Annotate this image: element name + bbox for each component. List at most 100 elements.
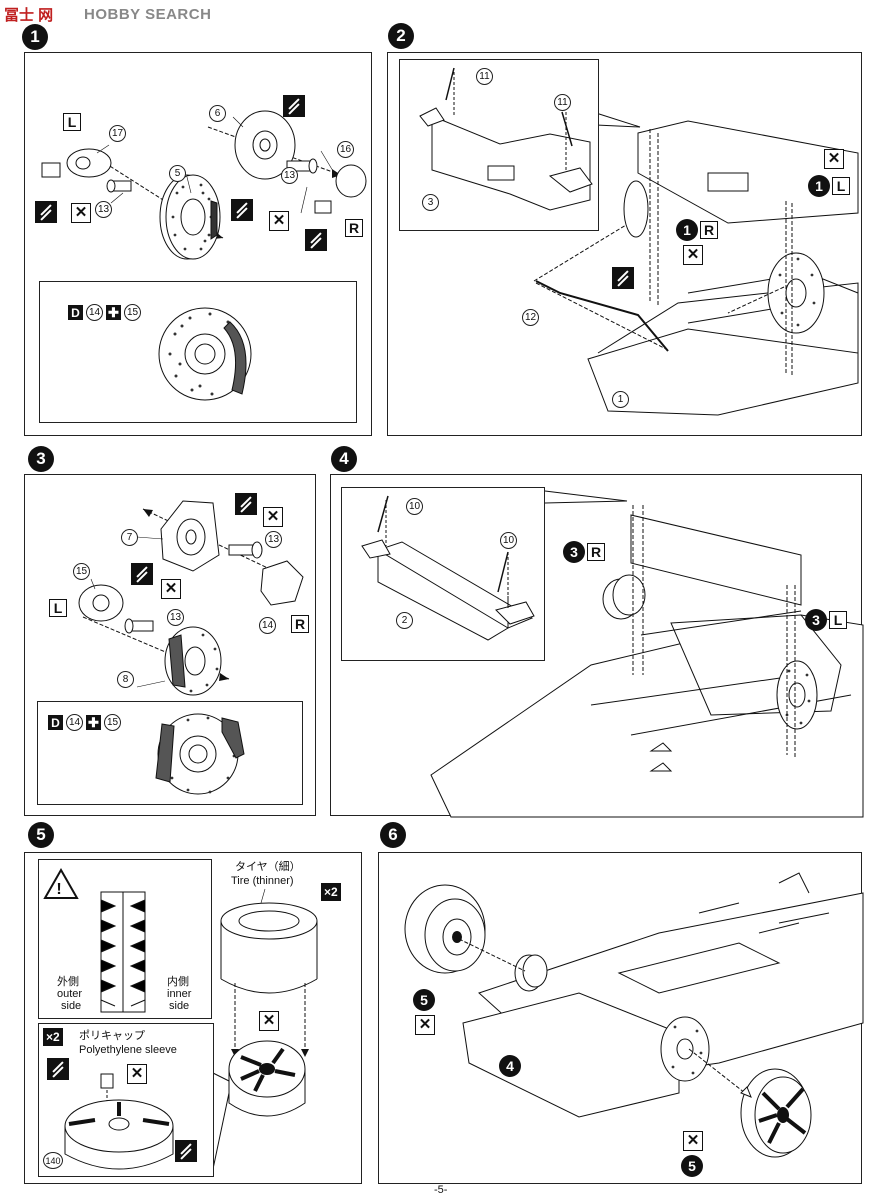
ref-step-3-l: 3 <box>805 609 827 631</box>
part-13b: 13 <box>167 609 184 626</box>
step-4-number: 4 <box>331 446 357 472</box>
part-11a: 11 <box>476 68 493 85</box>
part-13a: 13 <box>265 531 282 548</box>
part-7: 7 <box>121 529 138 546</box>
part-14: 14 <box>259 617 276 634</box>
step-3-detail-inset: D 14 ✚ 15 <box>37 701 303 805</box>
step-6-drawing <box>404 872 864 1158</box>
glue-icon <box>305 229 327 251</box>
page-number: -5- <box>434 1184 448 1196</box>
ref-step-1-r-side: R <box>700 221 718 239</box>
no-glue-icon: ✕ <box>415 1015 435 1035</box>
ref-step-5-right: 5 <box>681 1155 703 1177</box>
step-3-panel: 7 13 15 13 14 8 L R ✕ ✕ D 14 ✚ 15 <box>24 474 316 816</box>
tire-quantity-badge: ×2 <box>321 883 341 901</box>
outer-side-en2: side <box>61 1000 82 1012</box>
disc-detail-drawing <box>155 713 245 795</box>
glue-icon <box>35 201 57 223</box>
part-2: 2 <box>396 612 413 629</box>
step-5-panel: ! 外側 outer side 内側 inner side タイヤ（細） Tir… <box>24 852 362 1184</box>
no-glue-icon: ✕ <box>683 1131 703 1151</box>
step-1-panel: L R 17 5 13 6 13 16 ✕ ✕ D 14 ✚ 15 <box>24 52 372 436</box>
glue-icon <box>283 95 305 117</box>
outer-side-jp: 外側 <box>57 976 79 988</box>
paint-mix-icon: ✚ <box>106 305 121 320</box>
step-1-drawing <box>41 110 367 260</box>
tire-direction-warning-inset: ! 外側 outer side 内側 inner side <box>38 859 212 1019</box>
tire-label-jp: タイヤ（細） <box>235 861 301 873</box>
part-3: 3 <box>422 194 439 211</box>
glue-icon <box>231 199 253 221</box>
watermark-text: HOBBY SEARCH <box>84 6 212 23</box>
tire-label-en: Tire (thinner) <box>231 875 294 887</box>
step-1-side-r: R <box>345 219 363 237</box>
part-6: 6 <box>209 105 226 122</box>
polycap-inset: ×2 ポリキャップ Polyethylene sleeve ✕ 140 <box>38 1023 214 1177</box>
part-14: 14 <box>66 714 83 731</box>
step-3-side-l: L <box>49 599 67 617</box>
disc-detail-drawing <box>158 307 252 401</box>
ref-step-1-l: 1 <box>808 175 830 197</box>
part-15: 15 <box>73 563 90 580</box>
no-glue-icon: ✕ <box>127 1064 147 1084</box>
step-1-number: 1 <box>22 24 48 50</box>
step-4-panel: 10 10 2 3 R 3 L <box>330 474 864 818</box>
ref-step-1-l-side: L <box>832 177 850 195</box>
step-3-drawing <box>78 500 304 696</box>
watermark-logo: 冨士 网 <box>4 7 54 24</box>
no-glue-icon: ✕ <box>71 203 91 223</box>
part-13b: 13 <box>281 167 298 184</box>
no-glue-icon: ✕ <box>683 245 703 265</box>
glue-icon <box>175 1140 197 1162</box>
part-13a: 13 <box>95 201 112 218</box>
inner-side-jp: 内側 <box>167 976 189 988</box>
ref-step-3-r-side: R <box>587 543 605 561</box>
ref-step-5-left: 5 <box>413 989 435 1011</box>
ref-step-3-l-side: L <box>829 611 847 629</box>
bracket-drawing <box>419 67 593 211</box>
step-5-number: 5 <box>28 822 54 848</box>
polycap-label-jp: ポリキャップ <box>79 1030 145 1042</box>
part-11b: 11 <box>554 94 571 111</box>
part-16: 16 <box>337 141 354 158</box>
glue-icon <box>235 493 257 515</box>
bracket-drawing <box>361 495 535 641</box>
part-140: 140 <box>43 1152 63 1169</box>
part-15: 15 <box>124 304 141 321</box>
no-glue-icon: ✕ <box>161 579 181 599</box>
step-1-side-l: L <box>63 113 81 131</box>
part-10a: 10 <box>406 498 423 515</box>
no-glue-icon: ✕ <box>824 149 844 169</box>
step-4-drawing <box>430 490 864 818</box>
inner-side-en2: side <box>169 1000 190 1012</box>
step-4-subassembly-inset: 10 10 2 <box>341 487 545 661</box>
part-5: 5 <box>169 165 186 182</box>
polycap-quantity-badge: ×2 <box>43 1028 63 1046</box>
step-5-drawing <box>212 888 318 1170</box>
svg-text:!: ! <box>56 881 61 898</box>
paint-mix-icon: ✚ <box>86 715 101 730</box>
no-glue-icon: ✕ <box>263 507 283 527</box>
step-3-number: 3 <box>28 446 54 472</box>
glue-icon <box>47 1058 69 1080</box>
part-12: 12 <box>522 309 539 326</box>
step-1-detail-inset: D 14 ✚ 15 <box>39 281 357 423</box>
ref-step-3-r: 3 <box>563 541 585 563</box>
part-10b: 10 <box>500 532 517 549</box>
decal-badge: D <box>68 305 83 320</box>
polycap-drawing <box>64 1073 174 1170</box>
part-14: 14 <box>86 304 103 321</box>
part-8: 8 <box>117 671 134 688</box>
tire-tread-drawing: ! <box>43 867 146 1013</box>
step-3-side-r: R <box>291 615 309 633</box>
polycap-label-en: Polyethylene sleeve <box>79 1044 177 1056</box>
glue-icon <box>612 267 634 289</box>
step-6-number: 6 <box>380 822 406 848</box>
step-2-subassembly-inset: 11 11 3 <box>399 59 599 231</box>
no-glue-icon: ✕ <box>259 1011 279 1031</box>
step-2-panel: 11 11 3 12 1 ✕ ✕ 1 R 1 L <box>387 52 862 436</box>
part-15: 15 <box>104 714 121 731</box>
outer-side-en1: outer <box>57 988 83 1000</box>
step-6-panel: 5 ✕ 4 ✕ 5 <box>378 852 864 1184</box>
step-2-number: 2 <box>388 23 414 49</box>
